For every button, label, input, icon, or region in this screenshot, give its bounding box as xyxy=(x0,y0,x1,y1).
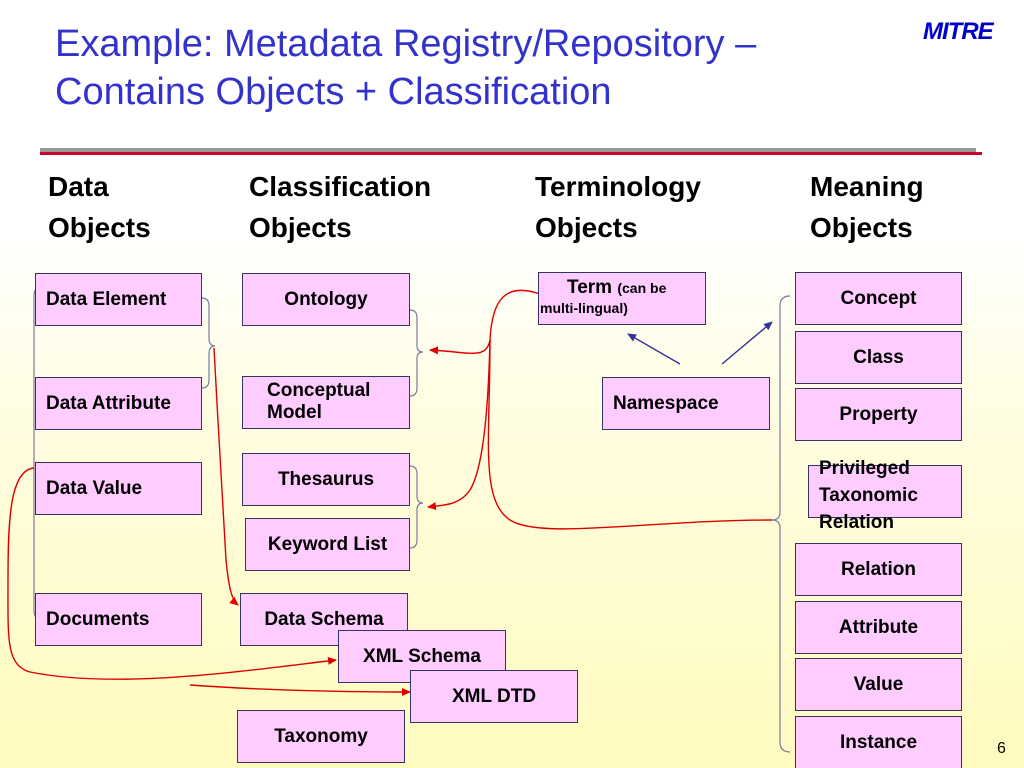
box-relation: Relation xyxy=(795,543,962,596)
ptr-line-3: Relation xyxy=(819,512,894,533)
title-divider-red xyxy=(40,152,982,155)
column-heading-classification-objects: Classification Objects xyxy=(249,166,431,248)
title-divider-gray xyxy=(40,148,976,152)
box-conceptual-model: Conceptual Model xyxy=(242,376,410,429)
brace-thesaurus-keywords xyxy=(409,465,424,549)
box-conceptual-model-line-2: Model xyxy=(267,402,322,423)
column-heading-meaning-objects: Meaning Objects xyxy=(810,166,924,248)
box-conceptual-model-line-1: Conceptual xyxy=(267,380,371,401)
connector-term-to-meaning-objects xyxy=(487,339,773,530)
brace-data-objects xyxy=(33,285,43,621)
column-heading-line: Objects xyxy=(249,212,352,243)
box-term-line-2: multi-lingual) xyxy=(539,299,705,317)
box-term: Term (can be multi-lingual) xyxy=(538,272,706,325)
term-note-1: (can be xyxy=(617,280,667,296)
mitre-logo: MITRE xyxy=(923,18,994,45)
box-privileged-taxonomic-relation: Privileged Taxonomic Relation xyxy=(808,458,962,533)
column-heading-line: Objects xyxy=(535,212,638,243)
column-heading-line: Meaning xyxy=(810,171,924,202)
column-heading-terminology-objects: Terminology Objects xyxy=(535,166,701,248)
box-concept: Concept xyxy=(795,272,962,325)
box-ontology: Ontology xyxy=(242,273,410,326)
brace-data-element-attribute xyxy=(201,297,216,389)
box-data-element: Data Element xyxy=(35,273,202,326)
box-privileged-taxonomic-relation-text: Privileged Taxonomic Relation xyxy=(819,455,961,536)
column-heading-line: Classification xyxy=(249,171,432,202)
connector-term-to-thesaurus xyxy=(427,339,491,511)
connector-data-element-to-data-schema xyxy=(213,347,239,606)
box-property: Property xyxy=(795,388,962,441)
ptr-line-1: Privileged xyxy=(819,458,910,479)
brace-meaning-objects xyxy=(771,295,791,753)
column-heading-data-objects: Data Objects xyxy=(48,166,151,248)
box-taxonomy: Taxonomy xyxy=(237,710,405,763)
slide-title: Example: Metadata Registry/Repository – … xyxy=(55,20,915,116)
brace-ontology-model xyxy=(409,309,424,397)
box-term-line-1: Term (can be xyxy=(567,277,705,299)
box-thesaurus: Thesaurus xyxy=(242,453,410,506)
slide-title-line-2: Contains Objects + Classification xyxy=(55,71,612,113)
slide-title-line-1: Example: Metadata Registry/Repository – xyxy=(55,23,757,65)
connector-documents-to-xml-dtd xyxy=(189,684,411,696)
column-heading-line: Objects xyxy=(810,212,913,243)
box-value: Value xyxy=(795,658,962,711)
connector-term-to-conceptual-model xyxy=(429,289,541,355)
term-label: Term xyxy=(567,277,613,298)
column-heading-line: Objects xyxy=(48,212,151,243)
column-heading-line: Data xyxy=(48,171,109,202)
box-xml-dtd: XML DTD xyxy=(410,670,578,723)
term-note-2: multi-lingual) xyxy=(540,300,628,316)
box-namespace: Namespace xyxy=(602,377,770,430)
box-data-value: Data Value xyxy=(35,462,202,515)
box-data-attribute: Data Attribute xyxy=(35,377,202,430)
column-heading-line: Terminology xyxy=(535,171,701,202)
page-number: 6 xyxy=(997,740,1006,757)
box-documents: Documents xyxy=(35,593,202,646)
box-class: Class xyxy=(795,331,962,384)
box-keyword-list: Keyword List xyxy=(245,518,410,571)
connector-namespace-to-term xyxy=(627,333,681,365)
box-attribute: Attribute xyxy=(795,601,962,654)
box-instance: Instance xyxy=(795,716,962,768)
connector-namespace-to-concept xyxy=(721,321,773,365)
ptr-line-2: Taxonomic xyxy=(819,485,918,506)
